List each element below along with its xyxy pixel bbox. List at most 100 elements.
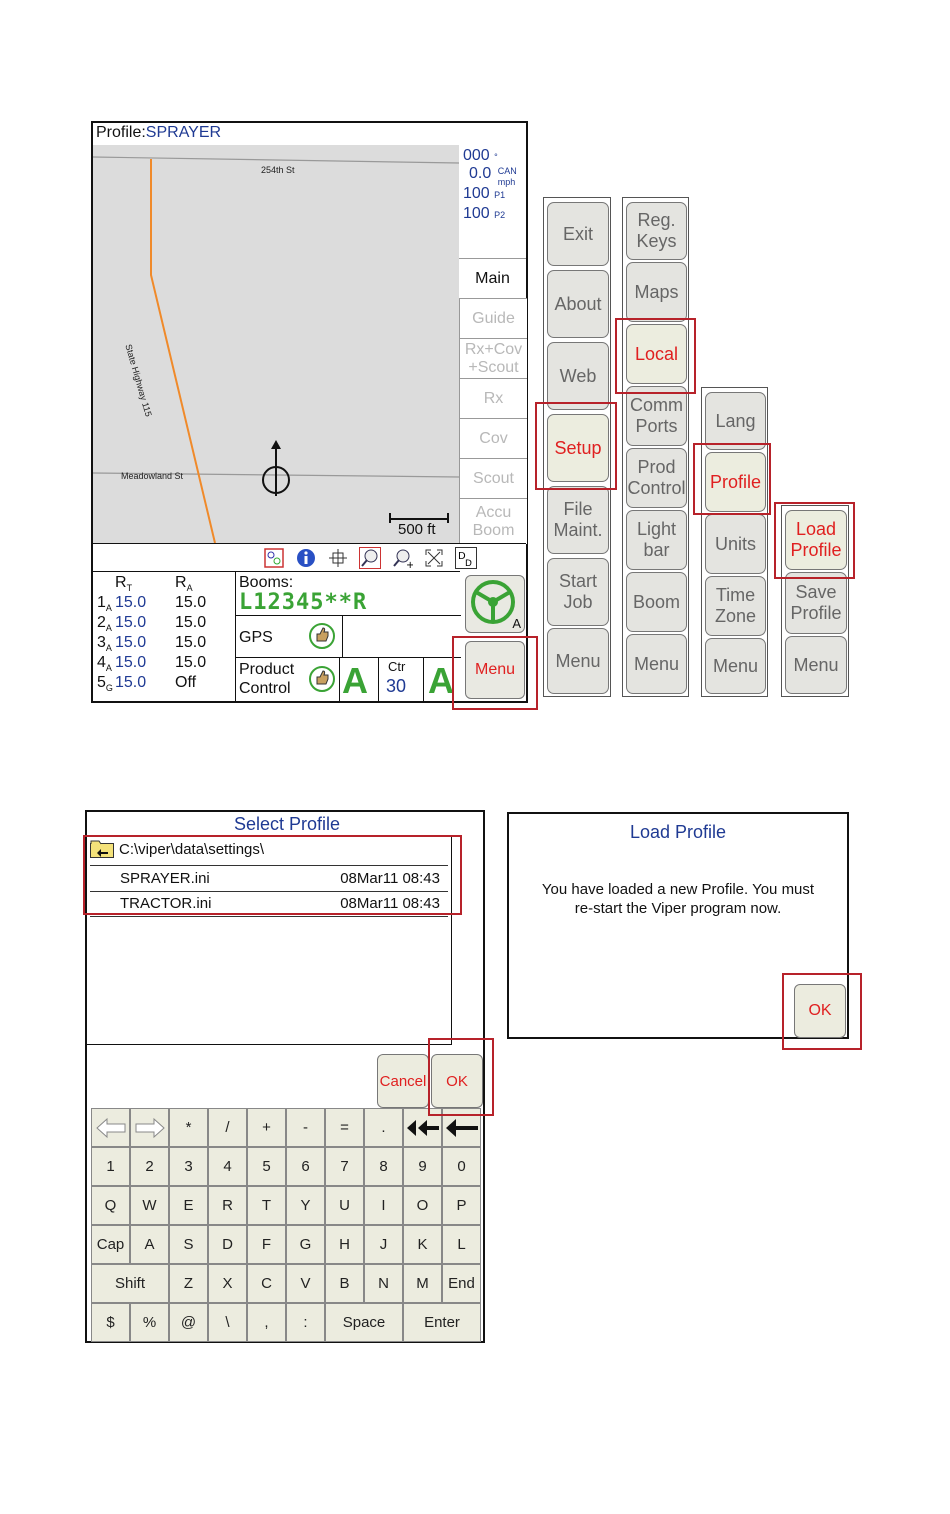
key[interactable]: Q: [91, 1186, 130, 1225]
zoom-in-icon[interactable]: +: [391, 547, 413, 569]
file-row[interactable]: TRACTOR.ini 08Mar11 08:43: [90, 891, 448, 917]
key[interactable]: 8: [364, 1147, 403, 1186]
tab-rx[interactable]: Rx: [459, 378, 527, 419]
layer-icon[interactable]: [263, 547, 285, 569]
key[interactable]: End: [442, 1264, 481, 1303]
key[interactable]: L: [442, 1225, 481, 1264]
lang-button[interactable]: Lang: [705, 392, 766, 450]
menu-button-col2[interactable]: Menu: [626, 634, 687, 694]
key[interactable]: :: [286, 1303, 325, 1342]
maps-button[interactable]: Maps: [626, 262, 687, 322]
key[interactable]: 6: [286, 1147, 325, 1186]
zoom-out-icon[interactable]: [358, 546, 381, 569]
setup-button[interactable]: Setup: [547, 414, 609, 482]
load-profile-button[interactable]: Load Profile: [785, 510, 847, 570]
key[interactable]: =: [325, 1108, 364, 1147]
key[interactable]: +: [247, 1108, 286, 1147]
key[interactable]: 4: [208, 1147, 247, 1186]
exit-button[interactable]: Exit: [547, 202, 609, 266]
start-job-button[interactable]: Start Job: [547, 558, 609, 626]
info-icon[interactable]: [295, 547, 317, 569]
key-delete-word[interactable]: [403, 1108, 442, 1147]
time-zone-button[interactable]: Time Zone: [705, 576, 766, 636]
tab-guide[interactable]: Guide: [459, 298, 527, 339]
key[interactable]: @: [169, 1303, 208, 1342]
key[interactable]: *: [169, 1108, 208, 1147]
tab-scout[interactable]: Scout: [459, 458, 527, 499]
key[interactable]: U: [325, 1186, 364, 1225]
tab-accu-boom[interactable]: Accu Boom: [459, 498, 527, 544]
menu-button-col3[interactable]: Menu: [705, 638, 766, 694]
key[interactable]: 7: [325, 1147, 364, 1186]
key-backspace[interactable]: [442, 1108, 481, 1147]
key-right[interactable]: [130, 1108, 169, 1147]
pan-icon[interactable]: [327, 547, 349, 569]
reg-keys-button[interactable]: Reg. Keys: [626, 202, 687, 260]
key[interactable]: F: [247, 1225, 286, 1264]
extent-icon[interactable]: [423, 547, 445, 569]
key[interactable]: H: [325, 1225, 364, 1264]
key[interactable]: Y: [286, 1186, 325, 1225]
key[interactable]: $: [91, 1303, 130, 1342]
save-profile-button[interactable]: Save Profile: [785, 572, 847, 634]
key[interactable]: E: [169, 1186, 208, 1225]
key[interactable]: J: [364, 1225, 403, 1264]
key-left[interactable]: [91, 1108, 130, 1147]
key[interactable]: I: [364, 1186, 403, 1225]
key[interactable]: Cap: [91, 1225, 130, 1264]
key[interactable]: O: [403, 1186, 442, 1225]
key[interactable]: G: [286, 1225, 325, 1264]
key[interactable]: N: [364, 1264, 403, 1303]
key[interactable]: \: [208, 1303, 247, 1342]
key[interactable]: C: [247, 1264, 286, 1303]
key[interactable]: W: [130, 1186, 169, 1225]
key[interactable]: D: [208, 1225, 247, 1264]
key[interactable]: %: [130, 1303, 169, 1342]
autosteer-button[interactable]: A: [465, 575, 525, 633]
key[interactable]: .: [364, 1108, 403, 1147]
key[interactable]: 3: [169, 1147, 208, 1186]
file-maint-button[interactable]: File Maint.: [547, 486, 609, 554]
tab-cov[interactable]: Cov: [459, 418, 527, 459]
key-shift[interactable]: Shift: [91, 1264, 169, 1303]
key[interactable]: 0: [442, 1147, 481, 1186]
key[interactable]: 2: [130, 1147, 169, 1186]
key[interactable]: X: [208, 1264, 247, 1303]
key[interactable]: K: [403, 1225, 442, 1264]
light-bar-button[interactable]: Light bar: [626, 510, 687, 570]
tab-main[interactable]: Main: [459, 258, 526, 299]
key[interactable]: M: [403, 1264, 442, 1303]
load-ok-button[interactable]: OK: [794, 984, 846, 1038]
file-row[interactable]: SPRAYER.ini 08Mar11 08:43: [90, 865, 448, 892]
key[interactable]: 1: [91, 1147, 130, 1186]
cancel-button[interactable]: Cancel: [377, 1054, 429, 1108]
comm-ports-button[interactable]: Comm Ports: [626, 386, 687, 446]
key[interactable]: T: [247, 1186, 286, 1225]
key[interactable]: ,: [247, 1303, 286, 1342]
key[interactable]: -: [286, 1108, 325, 1147]
prod-control-button[interactable]: Prod Control: [626, 448, 687, 508]
key-space[interactable]: Space: [325, 1303, 403, 1342]
key[interactable]: S: [169, 1225, 208, 1264]
key-enter[interactable]: Enter: [403, 1303, 481, 1342]
menu-button-col4[interactable]: Menu: [785, 636, 847, 694]
parent-folder-icon[interactable]: [90, 840, 114, 858]
tab-rx-cov-scout[interactable]: Rx+Cov +Scout: [459, 338, 527, 379]
units-button[interactable]: Units: [705, 514, 766, 574]
key[interactable]: V: [286, 1264, 325, 1303]
key[interactable]: B: [325, 1264, 364, 1303]
key[interactable]: 9: [403, 1147, 442, 1186]
key[interactable]: R: [208, 1186, 247, 1225]
key[interactable]: Z: [169, 1264, 208, 1303]
ok-button[interactable]: OK: [431, 1054, 483, 1108]
about-button[interactable]: About: [547, 270, 609, 338]
web-button[interactable]: Web: [547, 342, 609, 410]
local-button[interactable]: Local: [626, 324, 687, 384]
map-view[interactable]: 254th St State Highway 115 Meadowland St…: [93, 145, 459, 543]
main-menu-button[interactable]: Menu: [465, 641, 525, 699]
key[interactable]: 5: [247, 1147, 286, 1186]
key[interactable]: A: [130, 1225, 169, 1264]
key[interactable]: /: [208, 1108, 247, 1147]
key[interactable]: P: [442, 1186, 481, 1225]
